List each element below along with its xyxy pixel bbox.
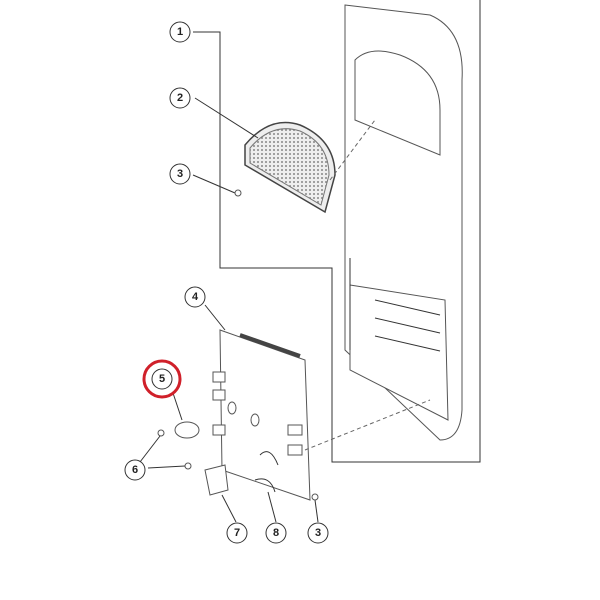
callout-1[interactable]: 1: [169, 21, 191, 43]
callout-5[interactable]: 5: [142, 359, 182, 399]
svg-text:3: 3: [177, 168, 183, 180]
svg-text:3: 3: [315, 527, 321, 539]
callout-3b[interactable]: 3: [307, 522, 329, 544]
assembly-bracket-line: [193, 0, 481, 463]
callout-3[interactable]: 3: [169, 163, 191, 185]
switch-part: [204, 464, 229, 496]
svg-text:8: 8: [273, 527, 279, 539]
screw-icon: [311, 493, 319, 501]
leader-line-2: [194, 97, 259, 139]
callout-7[interactable]: 7: [226, 522, 248, 544]
thermostat-part: [171, 389, 200, 439]
leader-line-4: [204, 304, 226, 331]
leader-line-3: [192, 174, 236, 194]
lint-screen: [244, 121, 336, 214]
callout-2[interactable]: 2: [169, 87, 191, 109]
svg-text:5: 5: [159, 373, 165, 385]
screw-icon: [184, 462, 192, 470]
callout-6[interactable]: 6: [124, 459, 146, 481]
control-board: [212, 329, 311, 501]
rear-panel: [344, 4, 463, 441]
svg-text:2: 2: [177, 92, 183, 104]
callout-8[interactable]: 8: [265, 522, 287, 544]
screw-icon: [234, 189, 242, 197]
callout-4[interactable]: 4: [184, 286, 206, 308]
screw-icon: [157, 429, 165, 437]
svg-text:6: 6: [132, 464, 138, 476]
svg-text:7: 7: [234, 527, 240, 539]
svg-text:4: 4: [192, 291, 199, 303]
svg-text:1: 1: [177, 26, 183, 38]
